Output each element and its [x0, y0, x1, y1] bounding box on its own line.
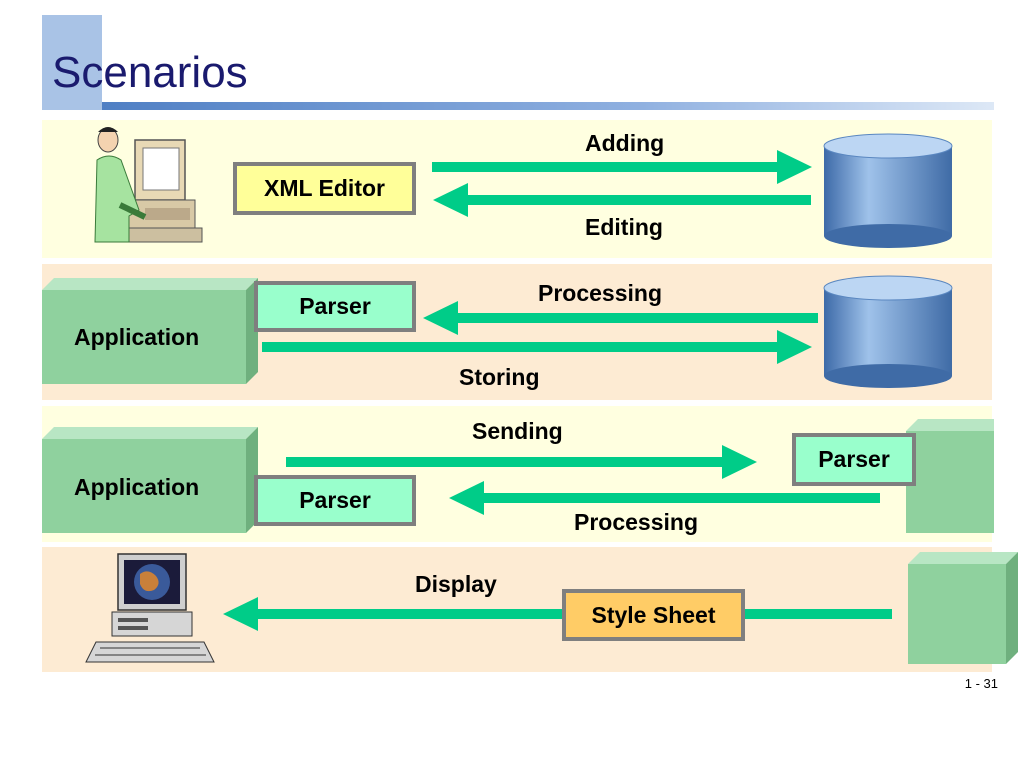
parser-box-2: Parser: [254, 475, 416, 526]
application-label-1: Application: [74, 324, 200, 350]
database-icon: [823, 133, 953, 248]
database-icon: [823, 275, 953, 388]
processing-label-1: Processing: [538, 280, 662, 306]
page-number: 1 - 31: [964, 676, 998, 691]
adding-arrow: [432, 150, 812, 184]
processing-arrow-2: [449, 481, 880, 515]
application-block-1: [42, 278, 258, 384]
title-underline: [102, 102, 994, 110]
editing-label: Editing: [585, 214, 663, 240]
adding-label: Adding: [585, 130, 665, 156]
display-label: Display: [415, 571, 497, 597]
desktop-computer-icon: [85, 553, 215, 663]
remote-parser-box: Parser: [792, 433, 916, 486]
application-block-2: [42, 427, 258, 533]
sending-arrow: [286, 445, 757, 479]
remote-application-block: [906, 419, 994, 533]
processing-label-2: Processing: [574, 509, 698, 535]
xml-editor-box: XML Editor: [233, 162, 416, 215]
display-arrow: [223, 597, 892, 631]
processing-arrow-1: [423, 301, 818, 335]
application-label-2: Application: [74, 474, 200, 500]
storing-label: Storing: [459, 364, 540, 390]
page-title: Scenarios: [52, 48, 248, 97]
person-at-computer-icon: [94, 127, 203, 243]
title-accent-bar: [42, 15, 102, 110]
editing-arrow: [433, 183, 811, 217]
style-sheet-box: Style Sheet: [562, 589, 745, 641]
sending-label: Sending: [472, 418, 563, 444]
source-block: [908, 552, 1018, 664]
storing-arrow: [262, 330, 812, 364]
parser-box-1: Parser: [254, 281, 416, 332]
